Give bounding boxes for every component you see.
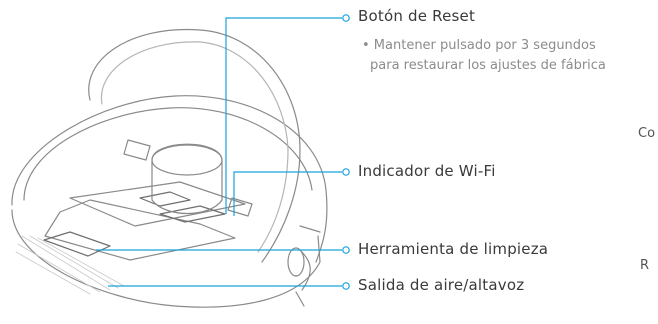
turret-top bbox=[151, 144, 223, 176]
reset-note-line-1: • Mantener pulsado por 3 segundos bbox=[362, 38, 596, 53]
side-brush-hub bbox=[287, 247, 305, 277]
filter-slot-2 bbox=[159, 205, 226, 223]
callout-lines bbox=[96, 14, 350, 290]
reset-leader bbox=[225, 17, 342, 214]
edge-label-top: Co bbox=[638, 126, 656, 141]
tool-leader-dot bbox=[342, 246, 350, 254]
speaker-grille bbox=[15, 235, 125, 295]
lid-inner-line bbox=[100, 41, 289, 253]
robot-vacuum-illustration bbox=[11, 28, 328, 308]
wifi-leader bbox=[233, 171, 342, 216]
reset-leader-dot bbox=[342, 14, 350, 22]
lid-hinge-right bbox=[227, 197, 253, 217]
side-brush-bristle bbox=[295, 225, 321, 307]
vacuum-inner-rim bbox=[23, 107, 313, 201]
wifi-leader-dot bbox=[342, 168, 350, 176]
open-lid bbox=[88, 28, 301, 263]
lid-hinge-left bbox=[123, 139, 151, 161]
laser-turret bbox=[151, 143, 223, 215]
reset-button-label: Botón de Reset bbox=[358, 7, 476, 25]
outlet-leader-dot bbox=[342, 282, 350, 290]
dustbin-compartment bbox=[69, 181, 246, 227]
air-outlet-speaker-label: Salida de aire/altavoz bbox=[358, 276, 525, 294]
cleaning-tool-label: Herramienta de limpieza bbox=[358, 240, 549, 258]
side-bumper bbox=[299, 249, 311, 291]
vacuum-body-top-rim bbox=[11, 95, 328, 263]
edge-label-bottom: R bbox=[640, 258, 650, 273]
cleaning-tool-shape bbox=[43, 231, 111, 257]
reset-note-line-2: para restaurar los ajustes de fábrica bbox=[370, 58, 606, 73]
wifi-indicator-label: Indicador de Wi-Fi bbox=[358, 162, 496, 180]
dustbin-lid-panel bbox=[44, 199, 236, 261]
filter-slot bbox=[139, 191, 191, 207]
